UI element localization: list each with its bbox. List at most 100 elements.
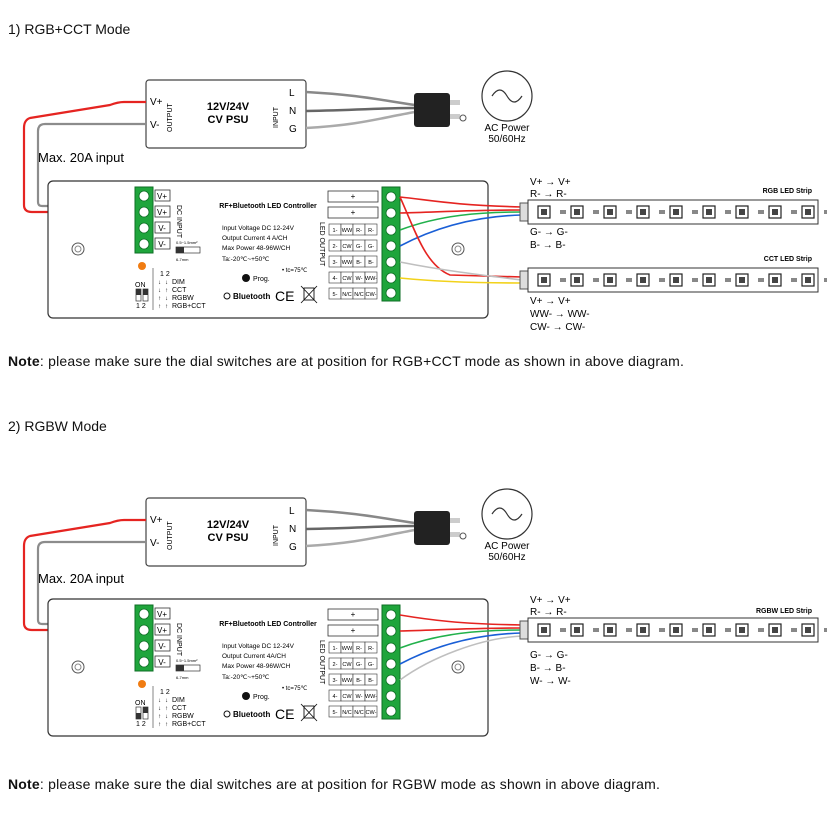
svg-text:ON: ON [135,700,146,707]
svg-text:G- → G-: G- → G- [530,227,568,238]
svg-text:↓: ↓ [165,280,168,286]
svg-text:Bluetooth: Bluetooth [233,710,270,719]
output-terminal-label: CW- [366,710,377,716]
output-terminal-label: R- [368,228,374,234]
svg-text:↓: ↓ [158,288,161,294]
svg-text:↑: ↑ [158,304,161,310]
svg-text:LED OUTPUT: LED OUTPUT [318,640,325,685]
svg-text:Bluetooth: Bluetooth [233,292,270,301]
svg-text:6-7mm: 6-7mm [176,257,189,262]
svg-text:CE: CE [275,288,294,304]
svg-text:Prog.: Prog. [253,694,270,701]
svg-text:AC Power: AC Power [484,541,530,552]
output-terminal-label: G- [356,244,362,250]
psu-g-label: G [289,124,297,135]
svg-text:V-: V- [158,658,166,667]
psu-vplus-label: V+ [150,97,163,108]
svg-text:↑: ↑ [158,722,161,728]
svg-text:RGBW: RGBW [172,295,194,302]
svg-text:ON: ON [135,282,146,289]
svg-text:CE: CE [275,706,294,722]
psu-label2: CV PSU [208,114,249,126]
psu-n-label: N [289,106,296,117]
svg-text:CCT: CCT [172,705,187,712]
section-title-rgbcct: 1) RGB+CCT Mode [8,21,131,37]
output-terminal-label: CW- [366,292,377,298]
svg-text:1 2: 1 2 [136,721,146,728]
svg-text:↑: ↑ [158,296,161,302]
svg-text:V+: V+ [157,192,167,201]
svg-text:Prog.: Prog. [253,276,270,283]
output-terminal-label: N/C [342,292,352,298]
svg-text:V-: V- [150,538,159,549]
note-rgbcct: Note: please make sure the dial switches… [8,353,685,369]
output-terminal-label: G- [368,244,374,250]
svg-text:Ta:-20℃~+50℃: Ta:-20℃~+50℃ [222,674,270,681]
output-terminal-label: 4- [333,276,338,282]
prog-button [242,274,250,282]
output-terminal-label: B- [356,678,362,684]
output-terminal-label: 5- [333,292,338,298]
svg-text:12V/24V: 12V/24V [207,519,250,531]
cct-strip-label: CCT LED Strip [764,256,812,263]
svg-text:R- → R-: R- → R- [530,189,567,200]
svg-text:CV PSU: CV PSU [208,532,249,544]
svg-text:Input Voltage DC 12-24V: Input Voltage DC 12-24V [222,225,295,232]
svg-text:G- → G-: G- → G- [530,650,568,661]
svg-text:Max Power 48-96W/CH: Max Power 48-96W/CH [222,663,291,670]
svg-text:Output Current 4 A/CH: Output Current 4 A/CH [222,235,288,242]
svg-text:DIM: DIM [172,697,185,704]
rgb-strip-label: RGB LED Strip [763,188,812,195]
dc-input-terminal [134,186,154,254]
output-terminal-label: WW [342,228,353,234]
svg-text:N: N [289,524,296,535]
svg-text:↑: ↑ [165,304,168,310]
svg-text:↓: ↓ [158,698,161,704]
rgb-led-strip [519,199,827,225]
output-terminal-label: CW [342,694,352,700]
svg-text:50/60Hz: 50/60Hz [488,552,525,563]
psu-output-label: OUTPUT [167,103,174,133]
svg-text:↑: ↑ [165,722,168,728]
output-terminal-label: 2- [333,662,338,668]
ac-power-label: AC Power [484,123,530,134]
svg-text:↓: ↓ [158,280,161,286]
output-terminal-label: W- [356,694,363,700]
svg-text:+: + [351,626,356,635]
output-terminal-label: N/C [354,710,364,716]
svg-text:1 2: 1 2 [136,303,146,310]
svg-text:CW- → CW-: CW- → CW- [530,322,585,333]
output-terminal-label: 4- [333,694,338,700]
svg-text:V+ → V+: V+ → V+ [530,177,571,188]
svg-text:RGBW: RGBW [172,713,194,720]
svg-text:↑: ↑ [165,706,168,712]
svg-text:Ta:-20℃~+50℃: Ta:-20℃~+50℃ [222,256,270,263]
output-terminal-label: WW [342,678,353,684]
svg-text:0.5~1.5mm²: 0.5~1.5mm² [176,658,198,663]
output-terminal-label: CW [342,662,352,668]
psu-l-label: L [289,88,295,99]
svg-text:Max. 20A input: Max. 20A input [38,571,124,586]
ac-freq-label: 50/60Hz [488,134,525,145]
status-led [138,262,146,270]
svg-text:OUTPUT: OUTPUT [167,521,174,551]
output-terminal-label: WW- [365,276,377,282]
svg-text:Max Power 48-96W/CH: Max Power 48-96W/CH [222,245,291,252]
rgbw-led-strip [519,617,827,643]
svg-text:RF+Bluetooth LED Controller: RF+Bluetooth LED Controller [219,621,317,628]
svg-text:RGB+CCT: RGB+CCT [172,303,206,310]
svg-text:L: L [289,506,295,517]
output-terminal-label: 5- [333,710,338,716]
rgbw-strip-label: RGBW LED Strip [756,608,812,615]
led-output-label: LED OUTPUT [318,222,325,267]
svg-text:R- → R-: R- → R- [530,607,567,618]
wiring-diagram-rgbcct: V+ V- OUTPUT INPUT 12V/24V CV PSU L N G … [22,70,827,333]
svg-text:↓: ↓ [165,714,168,720]
svg-text:Output Current 4A/CH: Output Current 4A/CH [222,653,286,660]
svg-text:V+ → V+: V+ → V+ [530,595,571,606]
svg-text:1 2: 1 2 [160,689,170,696]
note-rgbw: Note: please make sure the dial switches… [8,776,661,792]
output-terminal-label: R- [368,646,374,652]
svg-text:RGB+CCT: RGB+CCT [172,721,206,728]
svg-text:+: + [351,192,356,201]
